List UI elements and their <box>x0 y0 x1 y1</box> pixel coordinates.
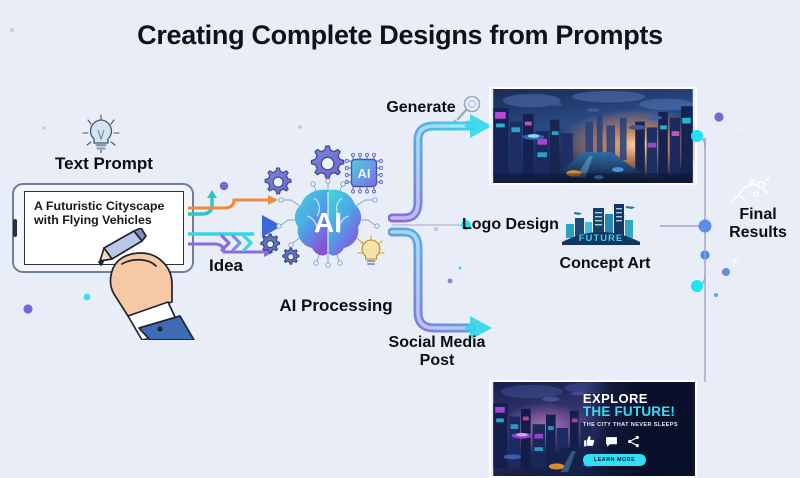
city-skyline-logo[interactable]: FUTURE <box>558 198 644 246</box>
social-post-headline-2: THE FUTURE! <box>582 404 676 420</box>
learn-more-button[interactable]: LEARN MORE <box>582 454 647 467</box>
prompt-text: A Futuristic Cityscape with Flying Vehic… <box>34 199 165 228</box>
ai-processing-graphic: AI <box>260 145 385 268</box>
ai-brain-icon: AI <box>294 189 362 256</box>
generate-label: Generate <box>386 99 456 116</box>
magnifier-icon <box>456 95 481 121</box>
connector-node <box>691 280 703 292</box>
social-post-tagline: THE CITY THAT NEVER SLEEPS <box>582 422 678 429</box>
lightbulb-icon <box>357 235 385 265</box>
ai-chip-icon: AI <box>344 152 383 194</box>
idea-arrow-bundle <box>188 190 282 257</box>
thumbs-up-icon[interactable] <box>583 435 596 448</box>
social-post-icons <box>583 435 689 448</box>
comment-icon[interactable] <box>605 435 618 448</box>
output-branch-arrows <box>388 114 492 340</box>
gear-icon <box>260 233 281 254</box>
final-results-connectors <box>660 130 712 382</box>
social-post-headline-1: EXPLORE <box>582 391 648 406</box>
hand-with-stylus-icon <box>98 228 195 340</box>
gear-icon <box>282 247 300 265</box>
social-post-text: EXPLORE THE FUTURE! THE CITY THAT NEVER … <box>582 391 689 467</box>
lightbulb-icon <box>82 114 120 153</box>
connector-node <box>691 130 703 142</box>
svg-text:AI: AI <box>314 207 342 238</box>
share-icon[interactable] <box>627 435 640 448</box>
connector-node <box>698 219 712 233</box>
concept-art-label: Concept Art <box>559 255 651 272</box>
gear-icon <box>310 145 345 179</box>
final-results-label: Final Results <box>729 206 787 241</box>
logo-design-label: Logo Design <box>462 216 559 233</box>
idea-label: Idea <box>208 256 244 275</box>
svg-text:FUTURE: FUTURE <box>579 233 624 244</box>
svg-text:AI: AI <box>358 166 371 181</box>
gear-icon <box>264 167 292 195</box>
social-media-post-image[interactable]: EXPLORE THE FUTURE! THE CITY THAT NEVER … <box>489 380 697 478</box>
infographic-canvas: Creating Complete Designs from Prompts <box>9 20 787 478</box>
generated-cityscape-image[interactable] <box>489 87 697 185</box>
results-sparkle-icon <box>729 177 770 204</box>
social-media-post-label: Social Media Post <box>388 334 486 369</box>
page-title: Creating Complete Designs from Prompts <box>137 20 663 50</box>
ai-processing-label: AI Processing <box>279 296 393 315</box>
tablet-side-button <box>13 219 17 237</box>
text-prompt-label: Text Prompt <box>55 154 153 173</box>
